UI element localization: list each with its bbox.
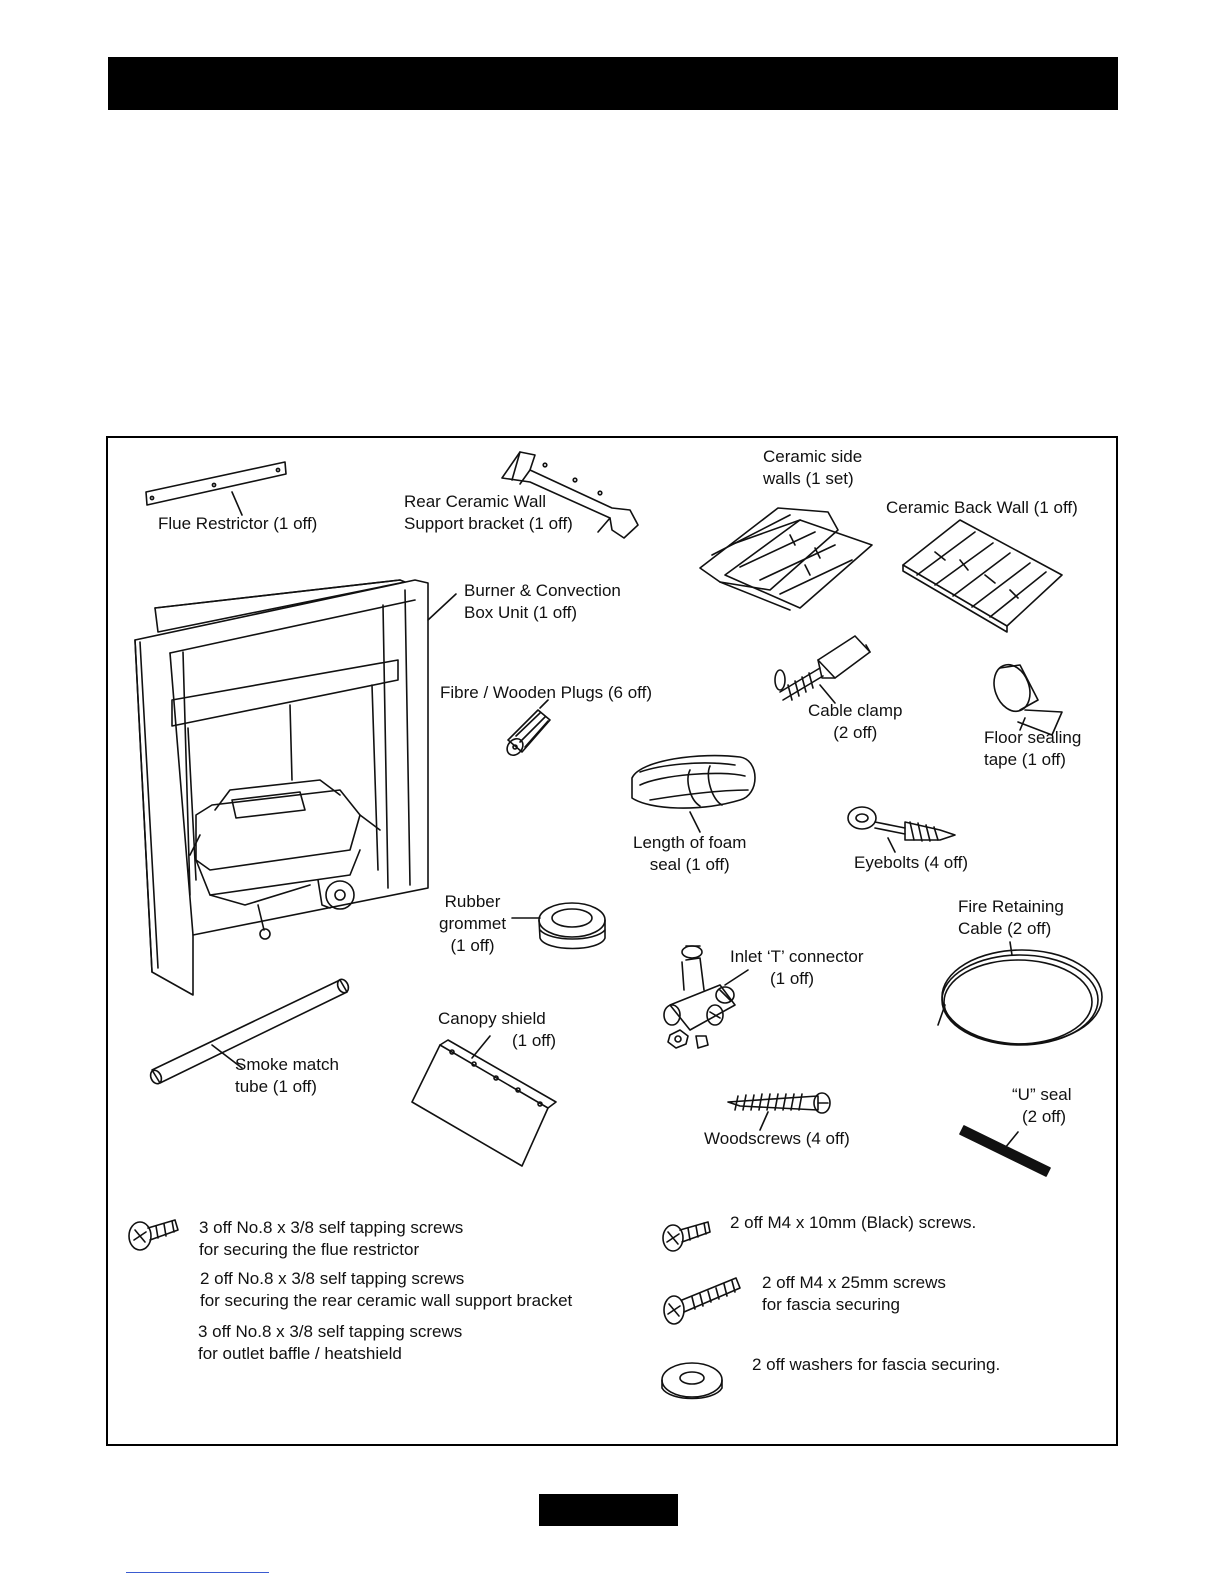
header-bar [108,57,1118,110]
inlet-t-connector-illustration [664,946,748,1048]
burner-unit-illustration [135,580,456,995]
ceramic-back-wall-illustration [903,520,1062,632]
parts-diagram-frame [106,436,1118,1446]
canopy-shield-label: Canopy shield(1 off) [438,1009,557,1050]
washer-illustration [662,1363,722,1399]
foam-seal-illustration [632,756,755,832]
u-seal-illustration [960,1126,1050,1176]
m4-10mm-screws-note: 2 off M4 x 10mm (Black) screws. [730,1213,977,1232]
eyebolts-label: Eyebolts (4 off) [854,853,969,872]
ceramic-side-walls-illustration [700,508,872,610]
woodscrew-illustration [728,1093,830,1130]
washers-note: 2 off washers for fascia securing. [752,1355,1001,1374]
rubber-grommet-illustration [512,903,605,949]
smoke-match-tube-illustration [149,978,351,1086]
self-tapping-screw-illustration [129,1220,178,1250]
m4-10mm-screw-illustration [663,1222,710,1251]
flue-restrictor-label: Flue Restrictor (1 off) [158,514,318,533]
canopy-shield-illustration [412,1036,556,1166]
wall-plug-illustration [504,700,550,758]
wall-plugs-label: Fibre / Wooden Plugs (6 off) [440,683,652,702]
woodscrews-label: Woodscrews (4 off) [704,1129,850,1148]
fire-retaining-cable-illustration [938,942,1102,1045]
cable-clamp-label: Cable clamp(2 off) [808,701,903,742]
m4-25mm-screw-illustration [664,1278,740,1324]
rear-support-bracket-illustration [502,452,638,538]
page-number-bar [539,1494,678,1526]
footer-link-underline [126,1572,269,1573]
eyebolt-illustration [848,807,955,852]
u-seal-label: “U” seal(2 off) [1012,1085,1072,1126]
ceramic-back-wall-label: Ceramic Back Wall (1 off) [886,498,1078,517]
floor-sealing-tape-illustration [988,660,1062,735]
flue-restrictor-illustration [146,462,286,515]
cable-clamp-illustration [775,636,870,703]
inlet-t-connector-label: Inlet ‘T’ connector(1 off) [730,947,864,988]
